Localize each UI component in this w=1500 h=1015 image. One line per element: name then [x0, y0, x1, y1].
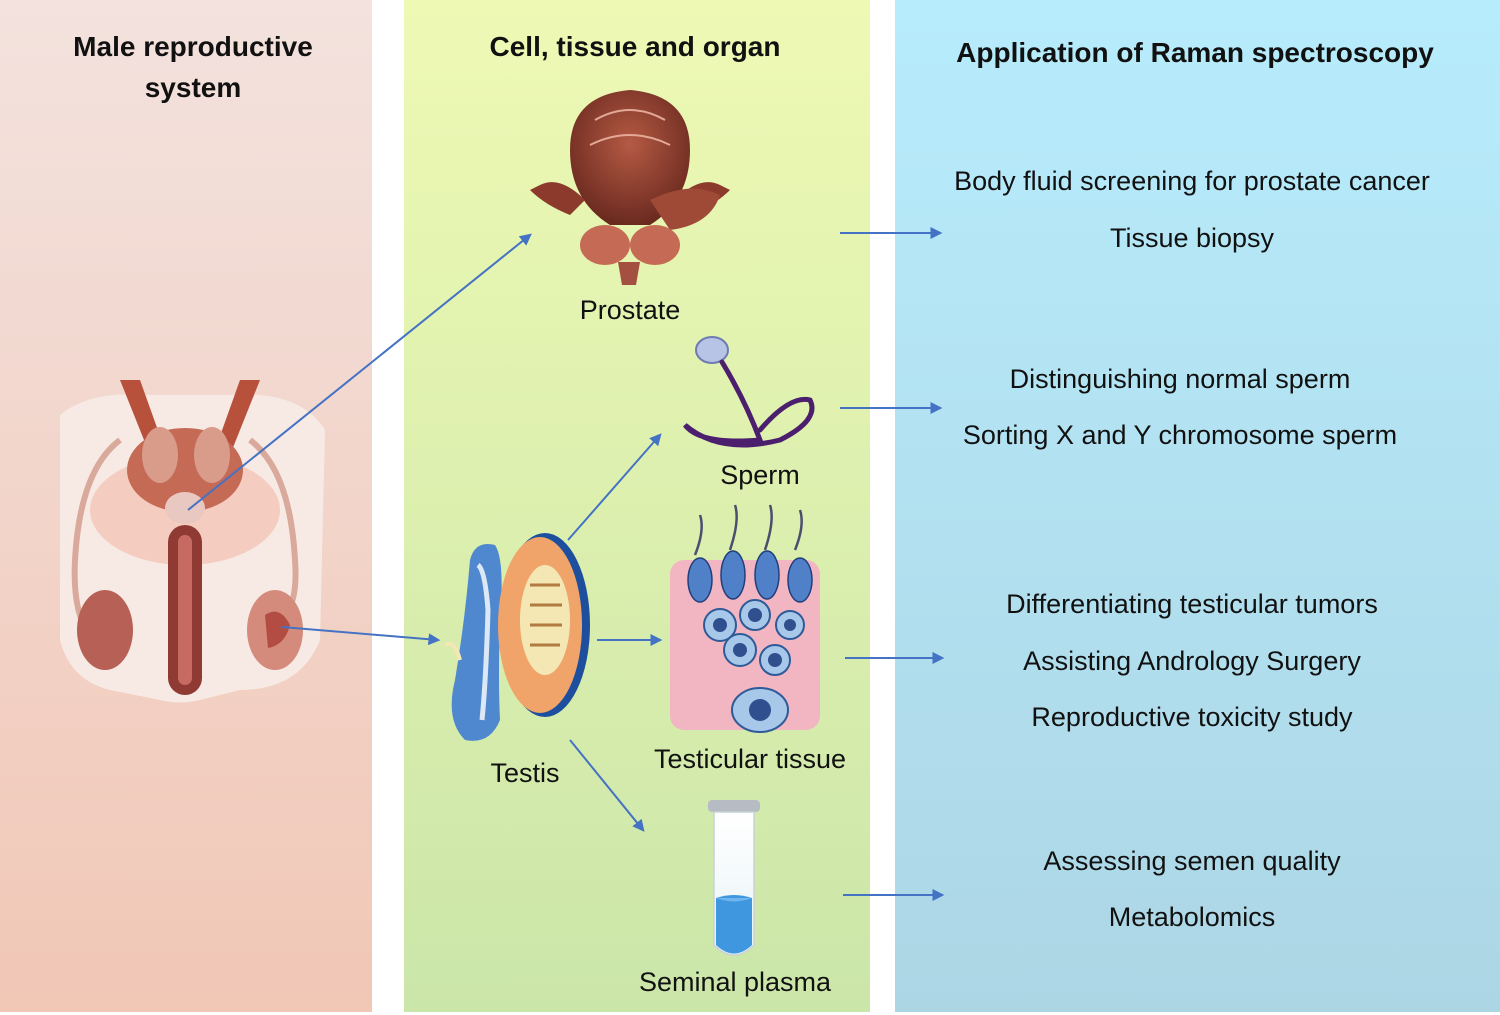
app-reproductive-toxicity: Reproductive toxicity study — [1031, 702, 1353, 732]
testicular-tissue-illustration — [670, 504, 820, 733]
heading-cell-tissue-organ: Cell, tissue and organ — [489, 31, 781, 62]
app-tissue-biopsy: Tissue biopsy — [1109, 223, 1275, 253]
testis-illustration — [444, 533, 590, 741]
app-assisting-andrology-surgery: Assisting Andrology Surgery — [1023, 646, 1361, 676]
app-metabolomics: Metabolomics — [1108, 902, 1276, 932]
panel-raman-applications — [895, 0, 1500, 1012]
prostate-illustration — [530, 90, 730, 285]
male-reproductive-system-illustration — [60, 380, 325, 703]
label-testis: Testis — [490, 758, 560, 788]
test-tube-illustration — [708, 800, 760, 956]
app-semen-quality: Assessing semen quality — [1043, 846, 1341, 876]
app-differentiating-tumors: Differentiating testicular tumors — [1006, 589, 1378, 619]
label-seminal-plasma: Seminal plasma — [638, 967, 832, 997]
sperm-illustration — [683, 336, 815, 448]
heading-male-reproductive-system: Male reproductive system — [73, 31, 313, 103]
heading-raman-applications: Application of Raman spectroscopy — [956, 37, 1434, 68]
label-prostate: Prostate — [579, 295, 681, 325]
label-sperm: Sperm — [720, 460, 800, 490]
app-sorting-xy-sperm: Sorting X and Y chromosome sperm — [962, 420, 1398, 450]
label-testicular-tissue: Testicular tissue — [653, 744, 847, 774]
app-distinguishing-normal-sperm: Distinguishing normal sperm — [1009, 364, 1351, 394]
app-body-fluid-screening: Body fluid screening for prostate cancer — [954, 166, 1430, 196]
